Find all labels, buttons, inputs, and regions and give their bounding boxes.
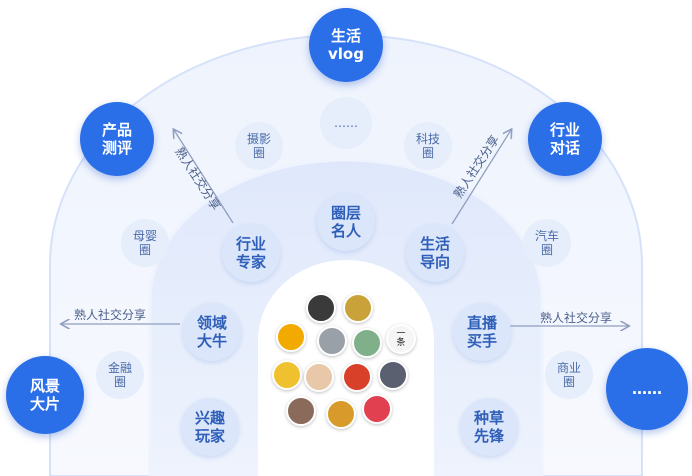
- node-business-circle: 商业 圈: [545, 351, 593, 399]
- node-seeding-label: 种草 先锋: [473, 409, 504, 445]
- node-landscape: 风景 大片: [6, 356, 84, 434]
- avatar: [306, 293, 336, 323]
- node-auto-circle-label: 汽车 圈: [534, 228, 559, 257]
- node-product-review-label: 产品 测评: [101, 121, 132, 157]
- node-maternal-circle: 母婴 圈: [121, 219, 169, 267]
- node-landscape-label: 风景 大片: [29, 377, 60, 413]
- node-life-vlog-label: 生活 vlog: [328, 27, 364, 63]
- node-life-guide: 生活 导向: [406, 224, 464, 282]
- node-business-circle-label: 商业 圈: [556, 360, 581, 389]
- node-photography-circle: 摄影 圈: [235, 122, 283, 170]
- avatar: [342, 362, 372, 392]
- node-maternal-circle-label: 母婴 圈: [132, 228, 157, 257]
- avatar: [378, 360, 408, 390]
- node-ellipsis-circle-label: ……: [334, 115, 358, 130]
- node-hobby-player-label: 兴趣 玩家: [194, 409, 225, 445]
- avatar: [326, 399, 356, 429]
- node-circle-celebrity: 圈层 名人: [317, 193, 375, 251]
- node-auto-circle: 汽车 圈: [523, 219, 571, 267]
- node-industry-expert: 行业 专家: [222, 224, 280, 282]
- avatar: [286, 396, 316, 426]
- node-seeding: 种草 先锋: [460, 398, 518, 456]
- node-live-shopping-label: 直播 买手: [466, 314, 497, 350]
- avatar: [352, 328, 382, 358]
- avatar: [317, 326, 347, 356]
- share-label-right: 熟人社交分享: [540, 311, 613, 325]
- node-domain-master: 领域 大牛: [183, 303, 241, 361]
- node-ellipsis-circle: ……: [320, 97, 372, 149]
- node-photography-circle-label: 摄影 圈: [246, 131, 271, 160]
- node-live-shopping: 直播 买手: [453, 303, 511, 361]
- node-domain-master-label: 领域 大牛: [196, 314, 227, 350]
- avatar-badge-label: 一 条: [396, 329, 406, 348]
- node-tech-circle-label: 科技 圈: [415, 131, 440, 160]
- node-finance-circle: 金融 圈: [96, 351, 144, 399]
- node-industry-dialogue: 行业 对话: [528, 102, 602, 176]
- node-life-guide-label: 生活 导向: [419, 235, 450, 271]
- avatar: [276, 322, 306, 352]
- avatar: 一 条: [386, 324, 416, 354]
- share-label-left: 熟人社交分享: [74, 308, 147, 322]
- avatar: [272, 360, 302, 390]
- share-arrow-upper-right: [451, 130, 511, 225]
- node-industry-expert-label: 行业 专家: [235, 235, 266, 271]
- node-finance-circle-label: 金融 圈: [107, 360, 132, 389]
- node-more-label: ……: [632, 380, 662, 398]
- node-industry-dialogue-label: 行业 对话: [549, 121, 580, 157]
- node-tech-circle: 科技 圈: [404, 122, 452, 170]
- avatar: [362, 394, 392, 424]
- node-life-vlog: 生活 vlog: [309, 8, 383, 82]
- node-more: ……: [606, 348, 688, 430]
- node-hobby-player: 兴趣 玩家: [181, 398, 239, 456]
- node-circle-celebrity-label: 圈层 名人: [330, 204, 361, 240]
- avatar: [304, 362, 334, 392]
- node-product-review: 产品 测评: [80, 102, 154, 176]
- avatar: [343, 293, 373, 323]
- share-arrow-upper-left: [174, 130, 234, 224]
